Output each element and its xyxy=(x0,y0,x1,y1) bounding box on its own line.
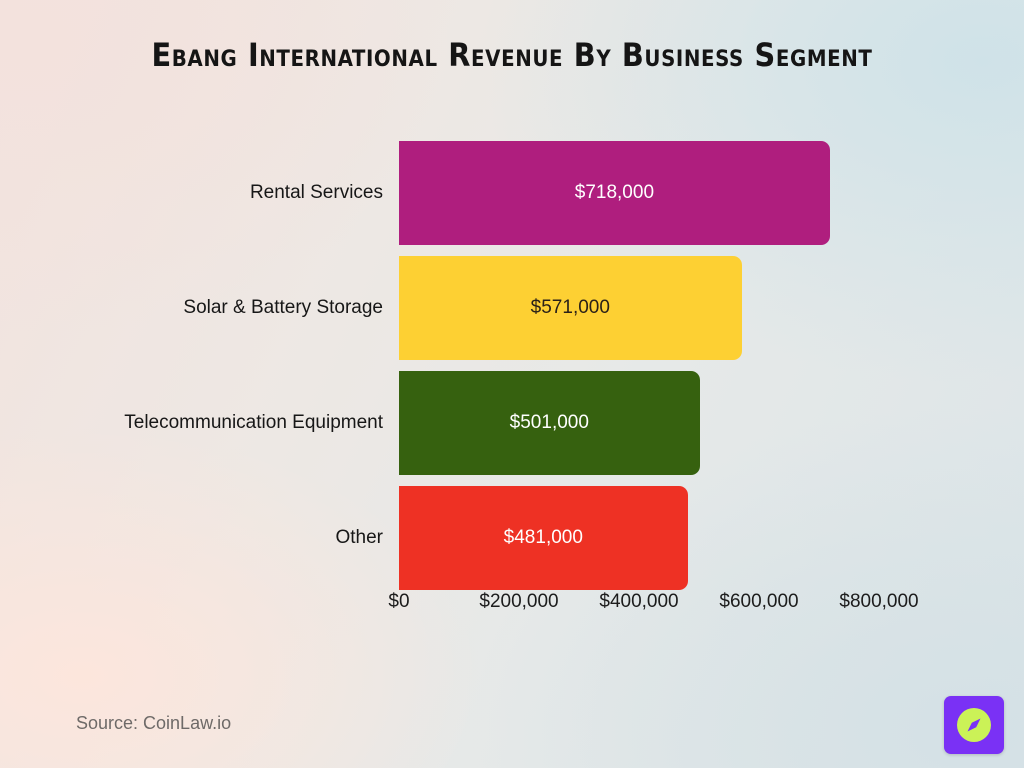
brand-logo xyxy=(944,696,1004,754)
bar-3 xyxy=(399,371,700,475)
chart-title: Ebang International Revenue by Business … xyxy=(151,36,873,74)
compass-icon xyxy=(957,708,991,742)
bar-4 xyxy=(399,486,688,590)
x-tick-label: $400,000 xyxy=(599,591,679,612)
x-axis-tick-labels: $0 $200,000 $400,000 $600,000 $800,000 xyxy=(388,591,959,621)
x-tick-label: $800,000 xyxy=(839,591,919,612)
category-label: Telecommunication Equipment xyxy=(124,412,383,433)
source-note: Source: CoinLaw.io xyxy=(76,713,232,733)
x-tick-label: $200,000 xyxy=(479,591,559,612)
bar-2 xyxy=(399,256,742,360)
x-tick-label: $0 xyxy=(388,591,410,612)
x-tick-label: $600,000 xyxy=(719,591,799,612)
bar-1 xyxy=(399,141,830,245)
category-label: Other xyxy=(335,527,383,548)
category-label: Rental Services xyxy=(249,182,383,203)
category-label: Solar & Battery Storage xyxy=(183,297,383,318)
